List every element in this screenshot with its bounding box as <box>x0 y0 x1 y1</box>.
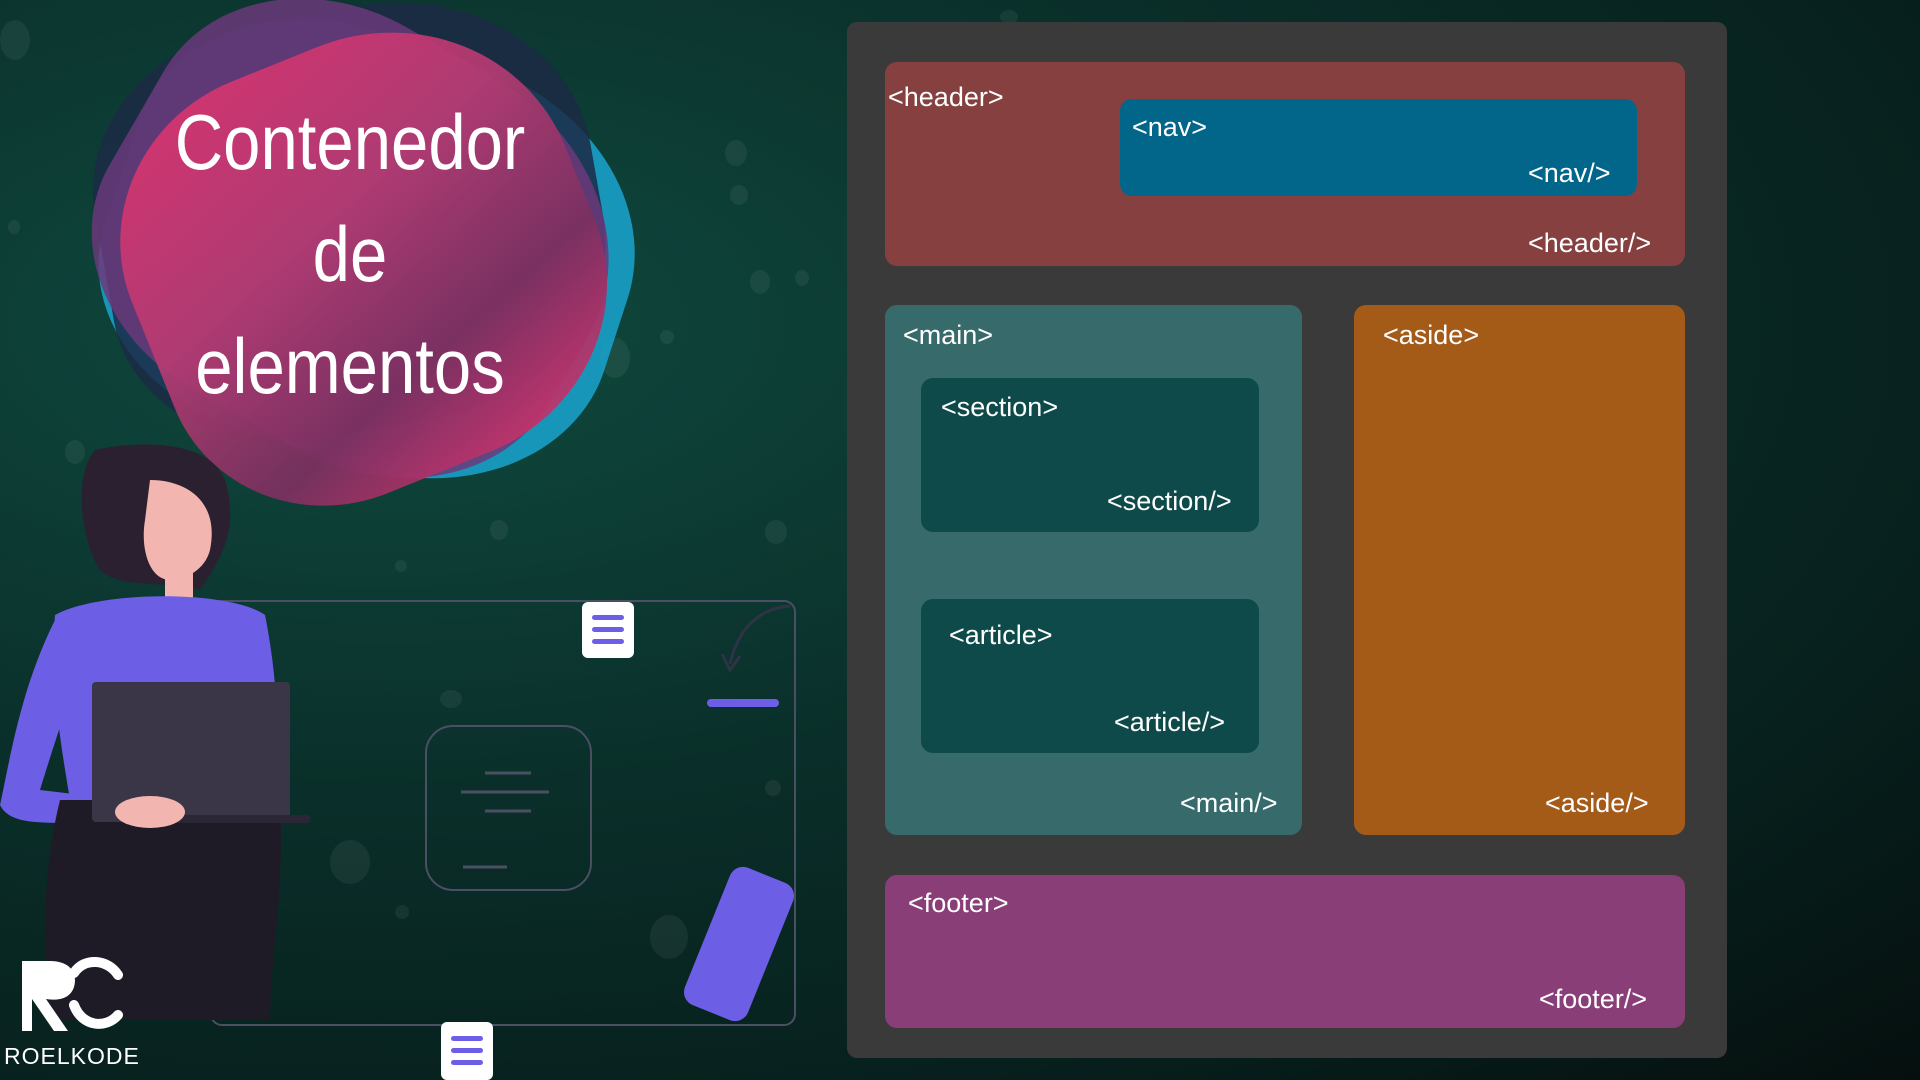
footer-box <box>885 875 1685 1028</box>
section-close-label: <section/> <box>1107 486 1232 516</box>
title-line-2: de <box>312 210 388 298</box>
woman-illustration <box>0 444 310 1020</box>
section-box <box>921 378 1259 532</box>
footer-open-label: <footer> <box>908 888 1009 918</box>
article-close-label: <article/> <box>1114 707 1226 737</box>
page-title: Contenedor de elementos <box>161 86 539 422</box>
title-line-1: Contenedor <box>174 98 526 186</box>
aside-open-label: <aside> <box>1383 320 1480 350</box>
header-close-label: <header/> <box>1528 228 1652 258</box>
article-box <box>921 599 1259 753</box>
roelkode-logo-icon <box>22 957 123 1031</box>
section-open-label: <section> <box>941 392 1059 422</box>
menu-icon[interactable] <box>582 602 634 658</box>
document-icon <box>425 725 592 891</box>
aside-close-label: <aside/> <box>1545 788 1649 818</box>
header-open-label: <header> <box>888 82 1004 112</box>
nav-close-label: <nav/> <box>1528 158 1611 188</box>
curved-arrow-icon <box>720 604 791 673</box>
footer-close-label: <footer/> <box>1539 984 1648 1014</box>
nav-box <box>1120 99 1637 196</box>
article-open-label: <article> <box>949 620 1053 650</box>
logo-text: ROELKODE <box>4 1043 140 1069</box>
menu-icon-bottom[interactable] <box>441 1022 493 1080</box>
main-open-label: <main> <box>903 320 994 350</box>
progress-bar <box>707 699 779 707</box>
title-line-3: elementos <box>195 322 505 410</box>
aside-box <box>1354 305 1685 835</box>
nav-open-label: <nav> <box>1132 112 1208 142</box>
main-close-label: <main/> <box>1180 788 1278 818</box>
